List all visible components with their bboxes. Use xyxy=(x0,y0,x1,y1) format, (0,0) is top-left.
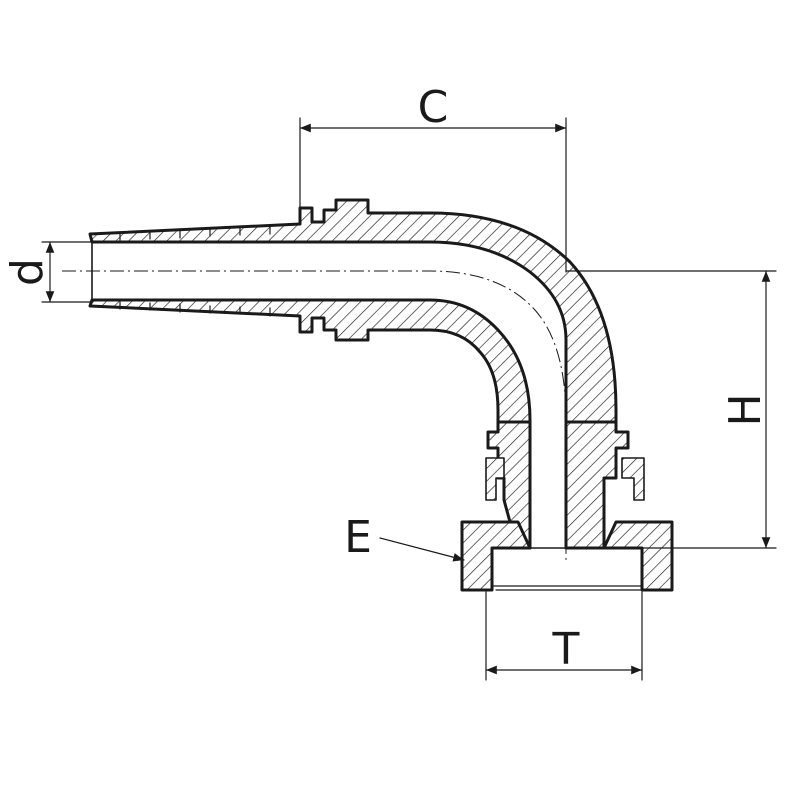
dimension-e: E xyxy=(344,512,465,563)
dimension-d-label: d xyxy=(2,258,53,286)
dimension-c: C xyxy=(299,82,567,273)
dimension-t-label: T xyxy=(552,624,580,675)
centerlines xyxy=(62,270,567,560)
dimension-d: d xyxy=(2,241,93,303)
hose-tail-wall xyxy=(88,198,618,424)
dimension-e-label: E xyxy=(344,512,372,563)
dimension-h-label: H xyxy=(720,393,771,426)
dimension-h: H xyxy=(565,270,777,549)
dimension-t: T xyxy=(485,591,643,681)
dimension-c-label: C xyxy=(418,82,449,133)
